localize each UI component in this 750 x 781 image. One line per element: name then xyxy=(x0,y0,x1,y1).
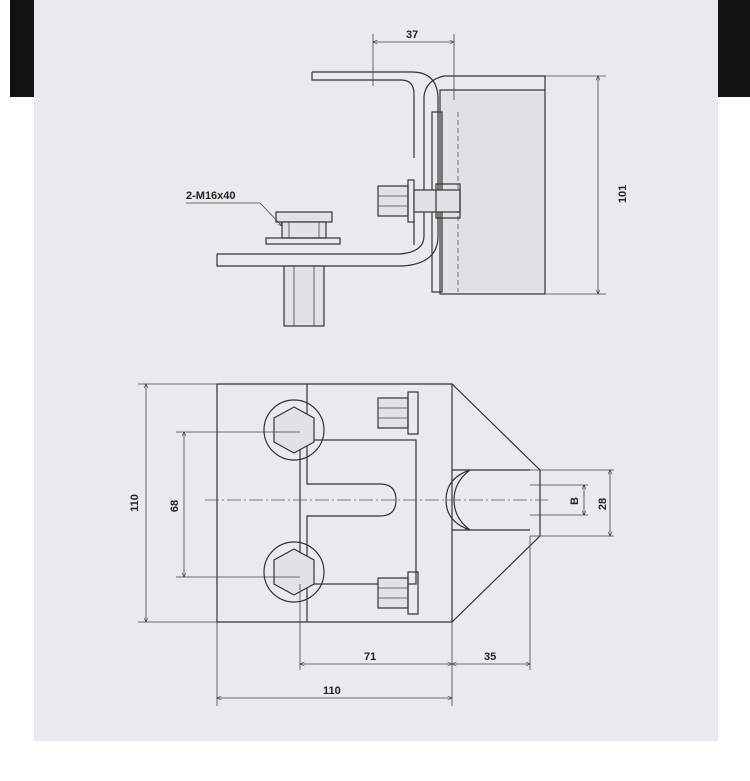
dim-B-label: B xyxy=(569,497,581,505)
side-bolt-head xyxy=(377,185,409,217)
bottom-bolt-washer xyxy=(263,541,325,603)
dim-68-label: 68 xyxy=(169,500,181,512)
bottom-hex-bolt xyxy=(273,548,315,596)
top-bolt-washer xyxy=(263,399,325,461)
bolt-shank xyxy=(283,265,325,327)
washer xyxy=(265,237,341,245)
side-bolt-top xyxy=(377,397,409,429)
dim-28-label: 28 xyxy=(597,498,609,510)
bracket-top-flange xyxy=(312,71,439,104)
bolt-callout-label: 2-M16x40 xyxy=(186,190,236,202)
side-view: 2-M16x40 37 101 xyxy=(186,29,629,327)
dim-37-label: 37 xyxy=(406,29,418,41)
top-hex-bolt xyxy=(273,406,315,454)
center-slot xyxy=(306,384,397,622)
plan-view: 110 68 B 28 71 35 110 xyxy=(129,383,614,706)
bracket-bottom-flange xyxy=(217,235,425,255)
dim-110-vertical-label: 110 xyxy=(129,494,141,512)
side-bolt-bottom xyxy=(377,577,409,609)
dim-35-label: 35 xyxy=(484,651,496,663)
hex-bolt-head xyxy=(275,211,333,223)
dim-110-horizontal-label: 110 xyxy=(323,685,341,697)
dim-101-label: 101 xyxy=(617,185,629,203)
dim-71-label: 71 xyxy=(364,651,376,663)
